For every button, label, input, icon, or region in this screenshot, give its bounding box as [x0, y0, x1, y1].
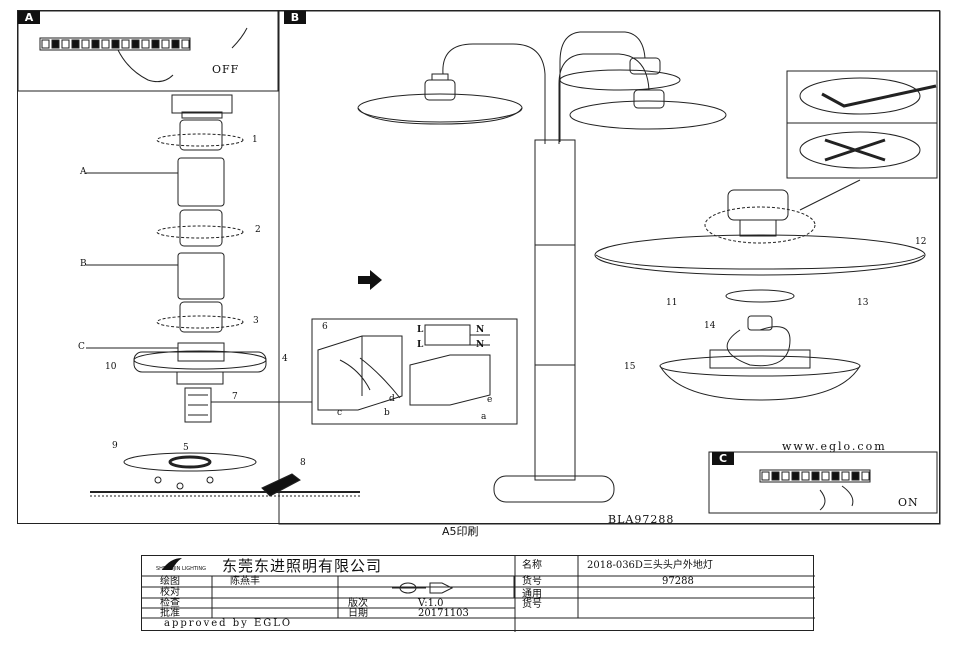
- step-number: 3: [253, 316, 259, 326]
- switch-cell: [111, 39, 120, 49]
- step-number: 5: [183, 443, 189, 453]
- version-label: 版次: [348, 598, 368, 609]
- switch-cell: [801, 471, 810, 481]
- step-number: 12: [915, 237, 927, 247]
- switch-cell: [61, 39, 70, 49]
- company-name: 东莞东进照明有限公司: [222, 557, 383, 575]
- check-label: 检查: [160, 598, 180, 609]
- wire-label: N: [476, 325, 485, 335]
- switch-cell: [171, 39, 180, 49]
- approve-label: 批准: [160, 608, 180, 619]
- switch-cell: [761, 471, 770, 481]
- switch-cell: [131, 39, 140, 49]
- switch-cell: [781, 471, 790, 481]
- switch-cell: [771, 471, 780, 481]
- panel-a-frame: [17, 10, 279, 92]
- switch-cell: [181, 39, 190, 49]
- bulb-check-inset: [786, 70, 938, 179]
- wire-label: d: [389, 394, 395, 404]
- switch-cell: [51, 39, 60, 49]
- right-arrow-icon: [358, 270, 382, 290]
- part-no-value: 97288: [662, 576, 694, 587]
- switch-cell: [101, 39, 110, 49]
- switch-cell: [831, 471, 840, 481]
- product-name: 2018-036D三头头户外地灯: [587, 560, 713, 571]
- switch-cell: [791, 471, 800, 481]
- model-code: BLA97288: [608, 513, 675, 526]
- pole-assembly: [86, 94, 312, 423]
- step-number: 2: [255, 225, 261, 235]
- switch-cell: [71, 39, 80, 49]
- step-number: 10: [105, 362, 117, 372]
- step-number: 14: [704, 321, 716, 331]
- wire-label: L: [417, 325, 424, 335]
- switch-cell: [91, 39, 100, 49]
- junction-box: [317, 324, 491, 411]
- switch-cell: [821, 471, 830, 481]
- step-number: 9: [112, 441, 118, 451]
- general-label: 通用: [522, 589, 542, 600]
- switch-panel-a: [39, 27, 248, 83]
- step-number: 6: [322, 322, 328, 332]
- panel-c-tag: C: [712, 452, 734, 465]
- switch-cell: [41, 39, 50, 49]
- switch-cell: [161, 39, 170, 49]
- title-block: SHENGJIN LIGHTING 东莞东进照明有限公司 名称 2018-036…: [141, 555, 815, 632]
- date-value: 20171103: [418, 608, 469, 619]
- switch-cell: [121, 39, 130, 49]
- switch-cell: [841, 471, 850, 481]
- part-label-c: C: [78, 342, 85, 352]
- wire-label: N: [476, 340, 485, 350]
- part-label-b: B: [80, 259, 87, 269]
- part-no-label: 货号: [522, 576, 542, 587]
- approved-by: approved by EGLO: [164, 618, 293, 629]
- wire-label: L: [417, 340, 424, 350]
- step-number: 11: [666, 298, 678, 308]
- step-number: 8: [300, 458, 306, 468]
- step-number: 15: [624, 362, 636, 372]
- wire-label: c: [337, 408, 343, 418]
- panel-a-tag: A: [18, 11, 40, 24]
- logo-mark-icon: [162, 558, 182, 570]
- drawer-name: 陈燕丰: [230, 576, 260, 587]
- step-number: 13: [857, 298, 869, 308]
- title-block-grid: [142, 556, 815, 632]
- step-number: 1: [252, 135, 258, 145]
- drawing-label: 绘图: [160, 576, 180, 587]
- panel-c-frame: [708, 451, 938, 514]
- print-size-note: A5印刷: [442, 525, 479, 538]
- logo-text: SHENGJIN LIGHTING: [156, 566, 207, 572]
- switch-cell: [81, 39, 90, 49]
- panel-b-tag: B: [284, 11, 306, 24]
- switch-cell: [861, 471, 870, 481]
- website-label: www.eglo.com: [782, 440, 887, 453]
- step-number: 7: [232, 392, 238, 402]
- general-label-2: 货号: [522, 599, 542, 610]
- proof-label: 校对: [160, 587, 180, 598]
- part-label-a: A: [80, 167, 87, 177]
- step-number: 4: [282, 354, 288, 364]
- panel-b-frame: [278, 10, 941, 525]
- wire-label: b: [384, 408, 390, 418]
- post-lamp: [357, 31, 727, 503]
- base-plate-detail: [90, 452, 360, 497]
- switch-cell: [141, 39, 150, 49]
- switch-cell: [811, 471, 820, 481]
- wire-label: e: [487, 395, 493, 405]
- switch-cell: [851, 471, 860, 481]
- on-label: ON: [898, 496, 919, 509]
- wiring-inset-frame: [311, 318, 518, 425]
- version-value: V:1.0: [418, 598, 444, 609]
- switch-cell: [151, 39, 160, 49]
- name-label: 名称: [522, 560, 542, 571]
- wire-label: a: [481, 412, 487, 422]
- date-label: 日期: [348, 608, 368, 619]
- off-label: OFF: [212, 63, 240, 76]
- lamp-head-exploded: [594, 189, 926, 401]
